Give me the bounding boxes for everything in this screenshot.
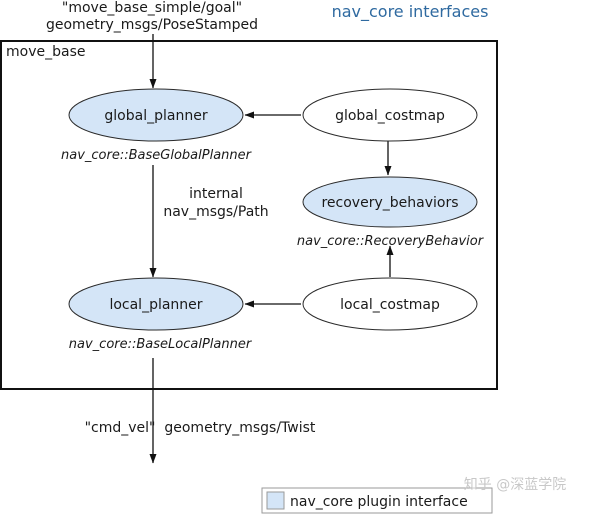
local-costmap-label: local_costmap [340, 297, 440, 313]
global-planner-label: global_planner [104, 108, 207, 124]
recovery-behaviors-node: recovery_behaviors [302, 176, 478, 228]
global-planner-node: global_planner [68, 88, 244, 142]
legend-swatch [266, 491, 285, 510]
local-planner-label: local_planner [109, 297, 202, 313]
input-type-label: geometry_msgs/PoseStamped [46, 17, 258, 33]
input-topic-label: "move_base_simple/goal" [62, 0, 242, 16]
global-costmap-node: global_costmap [302, 88, 478, 142]
internal-edge-label: internal [189, 186, 243, 202]
legend-box [261, 487, 493, 514]
local-planner-interface: nav_core::BaseLocalPlanner [69, 337, 253, 352]
global-planner-interface: nav_core::BaseGlobalPlanner [61, 148, 253, 163]
local-costmap-node: local_costmap [302, 277, 478, 331]
legend: nav_core plugin interface [261, 487, 493, 514]
nav-msgs-path-edge-label: nav_msgs/Path [163, 204, 268, 220]
recovery-behaviors-label: recovery_behaviors [321, 195, 458, 211]
legend-label: nav_core plugin interface [290, 494, 468, 510]
move-base-label: move_base [6, 44, 85, 60]
diagram-title: nav_core interfaces [332, 2, 489, 22]
cmd-vel-output-label: "cmd_vel" geometry_msgs/Twist [85, 420, 316, 436]
local-planner-node: local_planner [68, 277, 244, 331]
move-base-container [0, 40, 498, 390]
global-costmap-label: global_costmap [335, 108, 445, 124]
watermark-text: 知乎 @深蓝学院 [464, 476, 566, 493]
recovery-behaviors-interface: nav_core::RecoveryBehavior [297, 234, 485, 249]
